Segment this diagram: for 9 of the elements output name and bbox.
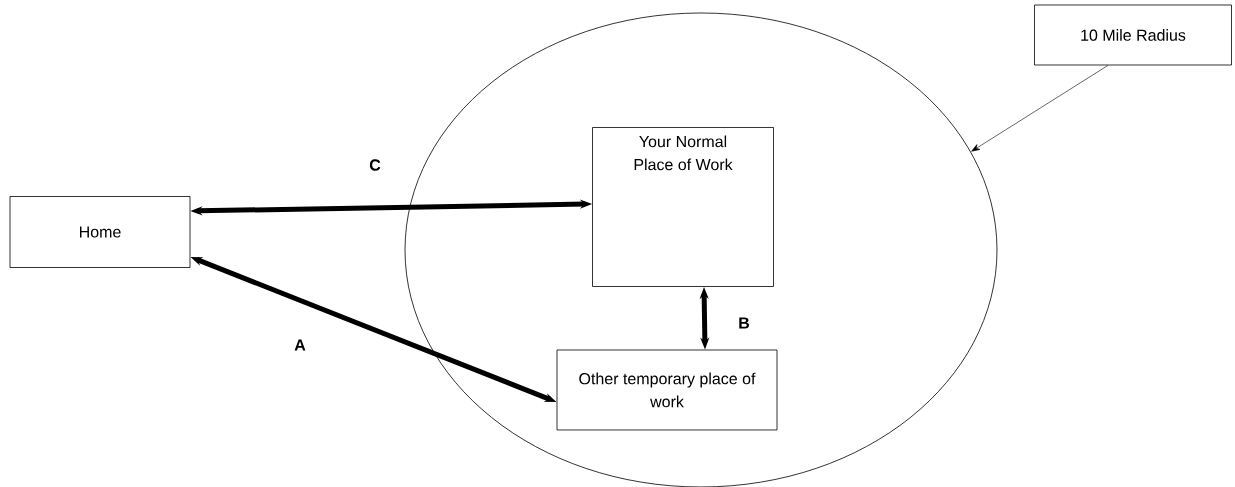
edge-label: C [368,158,382,172]
leader-arrow [971,65,1109,152]
place-box: Your Normal Place of Work [592,127,774,287]
place-box: 10 Mile Radius [1034,4,1232,66]
place-box: Home [9,196,191,268]
radius-ellipse [404,12,998,487]
place-box: Other temporary place of work [556,349,778,431]
edge-label: B [737,316,751,330]
edge-label: A [293,338,307,352]
